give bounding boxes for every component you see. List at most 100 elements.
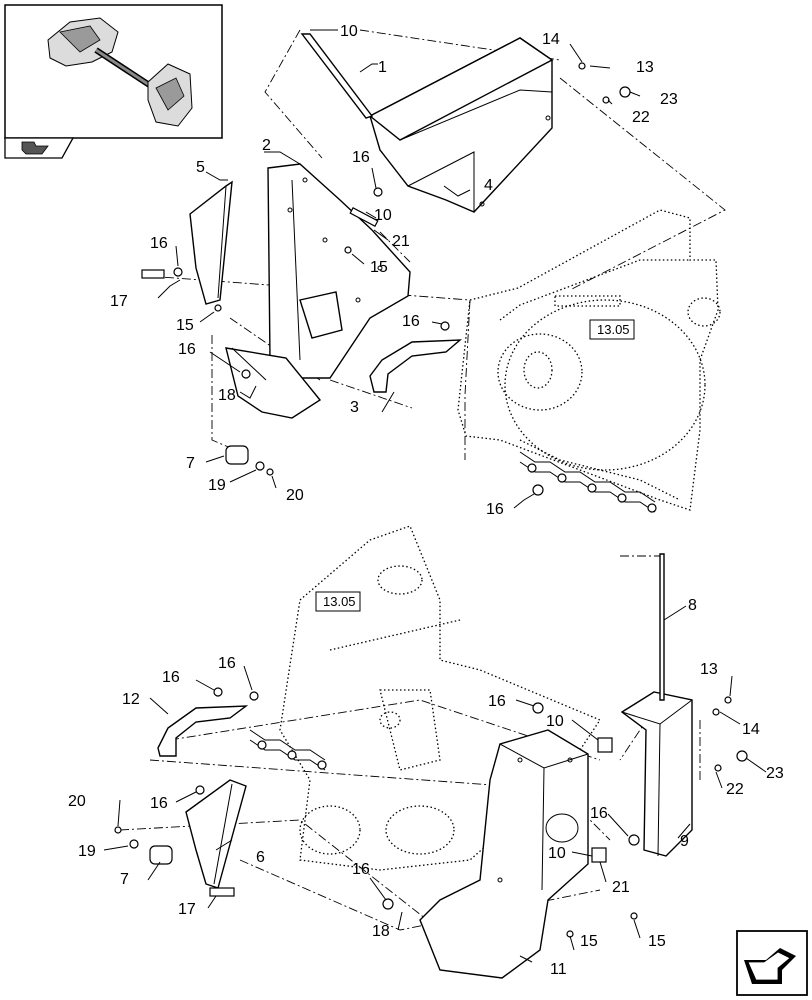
nut-16-i — [532, 702, 544, 714]
callout-13: 13 — [636, 59, 654, 76]
callout-18: 18 — [372, 923, 390, 940]
upper-chain-links — [519, 451, 657, 513]
bolt-13-a — [578, 62, 586, 70]
callout-3: 3 — [350, 399, 359, 416]
nut-16-e — [532, 484, 544, 496]
ref-label-lower: 13.05 — [323, 594, 356, 609]
washer-15-d — [630, 912, 638, 920]
callout-18: 18 — [218, 387, 236, 404]
ref-label-upper: 13.05 — [597, 322, 630, 337]
upper-hardware — [141, 62, 631, 496]
nut-16-h — [195, 785, 205, 795]
callout-14: 14 — [742, 721, 760, 738]
curved-cover-part-3[interactable] — [369, 339, 462, 393]
clip-10-b — [597, 737, 613, 753]
callout-16: 16 — [486, 501, 504, 518]
upper-frame-housing — [457, 209, 721, 513]
nut-20-a — [266, 468, 274, 476]
shield-part-6[interactable] — [185, 779, 247, 889]
callout-15: 15 — [370, 259, 388, 276]
right-panel-part-9[interactable] — [620, 691, 693, 857]
callout-16: 16 — [178, 341, 196, 358]
callout-6: 6 — [256, 849, 265, 866]
ref-box-upper[interactable]: 13.05 — [589, 319, 635, 340]
callout-10: 10 — [374, 207, 392, 224]
callout-2: 2 — [262, 137, 271, 154]
callout-10: 10 — [548, 845, 566, 862]
nut-16-g — [249, 691, 259, 701]
lower-chain-links — [249, 729, 327, 771]
callout-15: 15 — [648, 933, 666, 950]
clip-10-c — [591, 847, 607, 863]
seal-strip-part-1[interactable] — [300, 33, 374, 119]
callout-22: 22 — [632, 109, 650, 126]
nut-23-b — [736, 750, 748, 762]
callout-labels: 10 1 2 5 14 13 23 22 4 16 10 21 16 15 17… — [68, 23, 784, 978]
callout-16: 16 — [150, 235, 168, 252]
lower-hardware — [114, 687, 748, 938]
callout-10: 10 — [546, 713, 564, 730]
callout-22: 22 — [726, 781, 744, 798]
callout-17: 17 — [110, 293, 128, 310]
washer-22-b — [714, 764, 722, 772]
callout-16: 16 — [218, 655, 236, 672]
washer-22-a — [602, 96, 610, 104]
callout-20: 20 — [286, 487, 304, 504]
washer-15-b — [344, 246, 352, 254]
nut-16-d — [373, 187, 383, 197]
nut-16-c — [440, 321, 450, 331]
callout-8: 8 — [688, 597, 697, 614]
nut-23-a — [619, 86, 631, 98]
lower-cover-part-11[interactable] — [419, 729, 589, 979]
nut-20-b — [114, 826, 122, 834]
shield-part-5[interactable] — [189, 180, 233, 305]
spacer-7-b — [149, 845, 173, 865]
bolt-13-b — [724, 696, 732, 704]
curved-cover-part-12[interactable] — [157, 705, 249, 757]
lower-frame-housing — [249, 525, 601, 871]
callout-12: 12 — [122, 691, 140, 708]
callout-7: 7 — [186, 455, 195, 472]
ref-box-lower[interactable]: 13.05 — [315, 591, 361, 612]
strip-10-a — [349, 206, 379, 228]
callout-21: 21 — [392, 233, 410, 250]
callout-11: 11 — [550, 961, 567, 978]
callout-14: 14 — [542, 31, 560, 48]
callout-1: 1 — [378, 59, 387, 76]
leader-lines — [103, 29, 767, 963]
callout-17: 17 — [178, 901, 196, 918]
nut-16-k — [382, 898, 394, 910]
callout-21: 21 — [612, 879, 630, 896]
callout-16: 16 — [488, 693, 506, 710]
nut-16-f — [213, 687, 223, 697]
callout-16: 16 — [162, 669, 180, 686]
washer-15-a — [214, 304, 222, 312]
nut-16-j — [628, 834, 640, 846]
top-cover-part-4[interactable] — [368, 37, 554, 213]
washer-14-b — [712, 708, 720, 716]
callout-16: 16 — [352, 861, 370, 878]
callout-16: 16 — [590, 805, 608, 822]
assembly-thumbnail-icon[interactable] — [4, 4, 223, 139]
strip-part-8[interactable] — [659, 553, 665, 701]
side-plate-part-2[interactable] — [267, 163, 411, 379]
callout-19: 19 — [208, 477, 226, 494]
next-page-arrow-icon[interactable] — [736, 930, 808, 996]
arrow-nav-icon[interactable] — [4, 137, 75, 159]
callout-16: 16 — [352, 149, 370, 166]
callout-15: 15 — [580, 933, 598, 950]
washer-19-a — [255, 461, 265, 471]
washer-19-b — [129, 839, 139, 849]
callout-13: 13 — [700, 661, 718, 678]
bolt-17-lower — [209, 887, 235, 897]
callout-5: 5 — [196, 159, 205, 176]
nut-16-b — [241, 369, 251, 379]
callout-9: 9 — [680, 833, 689, 850]
callout-16: 16 — [150, 795, 168, 812]
callout-23: 23 — [660, 91, 678, 108]
curved-shield-part-18[interactable] — [225, 347, 322, 419]
callout-15: 15 — [176, 317, 194, 334]
callout-16: 16 — [402, 313, 420, 330]
spacer-7-a — [225, 445, 249, 465]
